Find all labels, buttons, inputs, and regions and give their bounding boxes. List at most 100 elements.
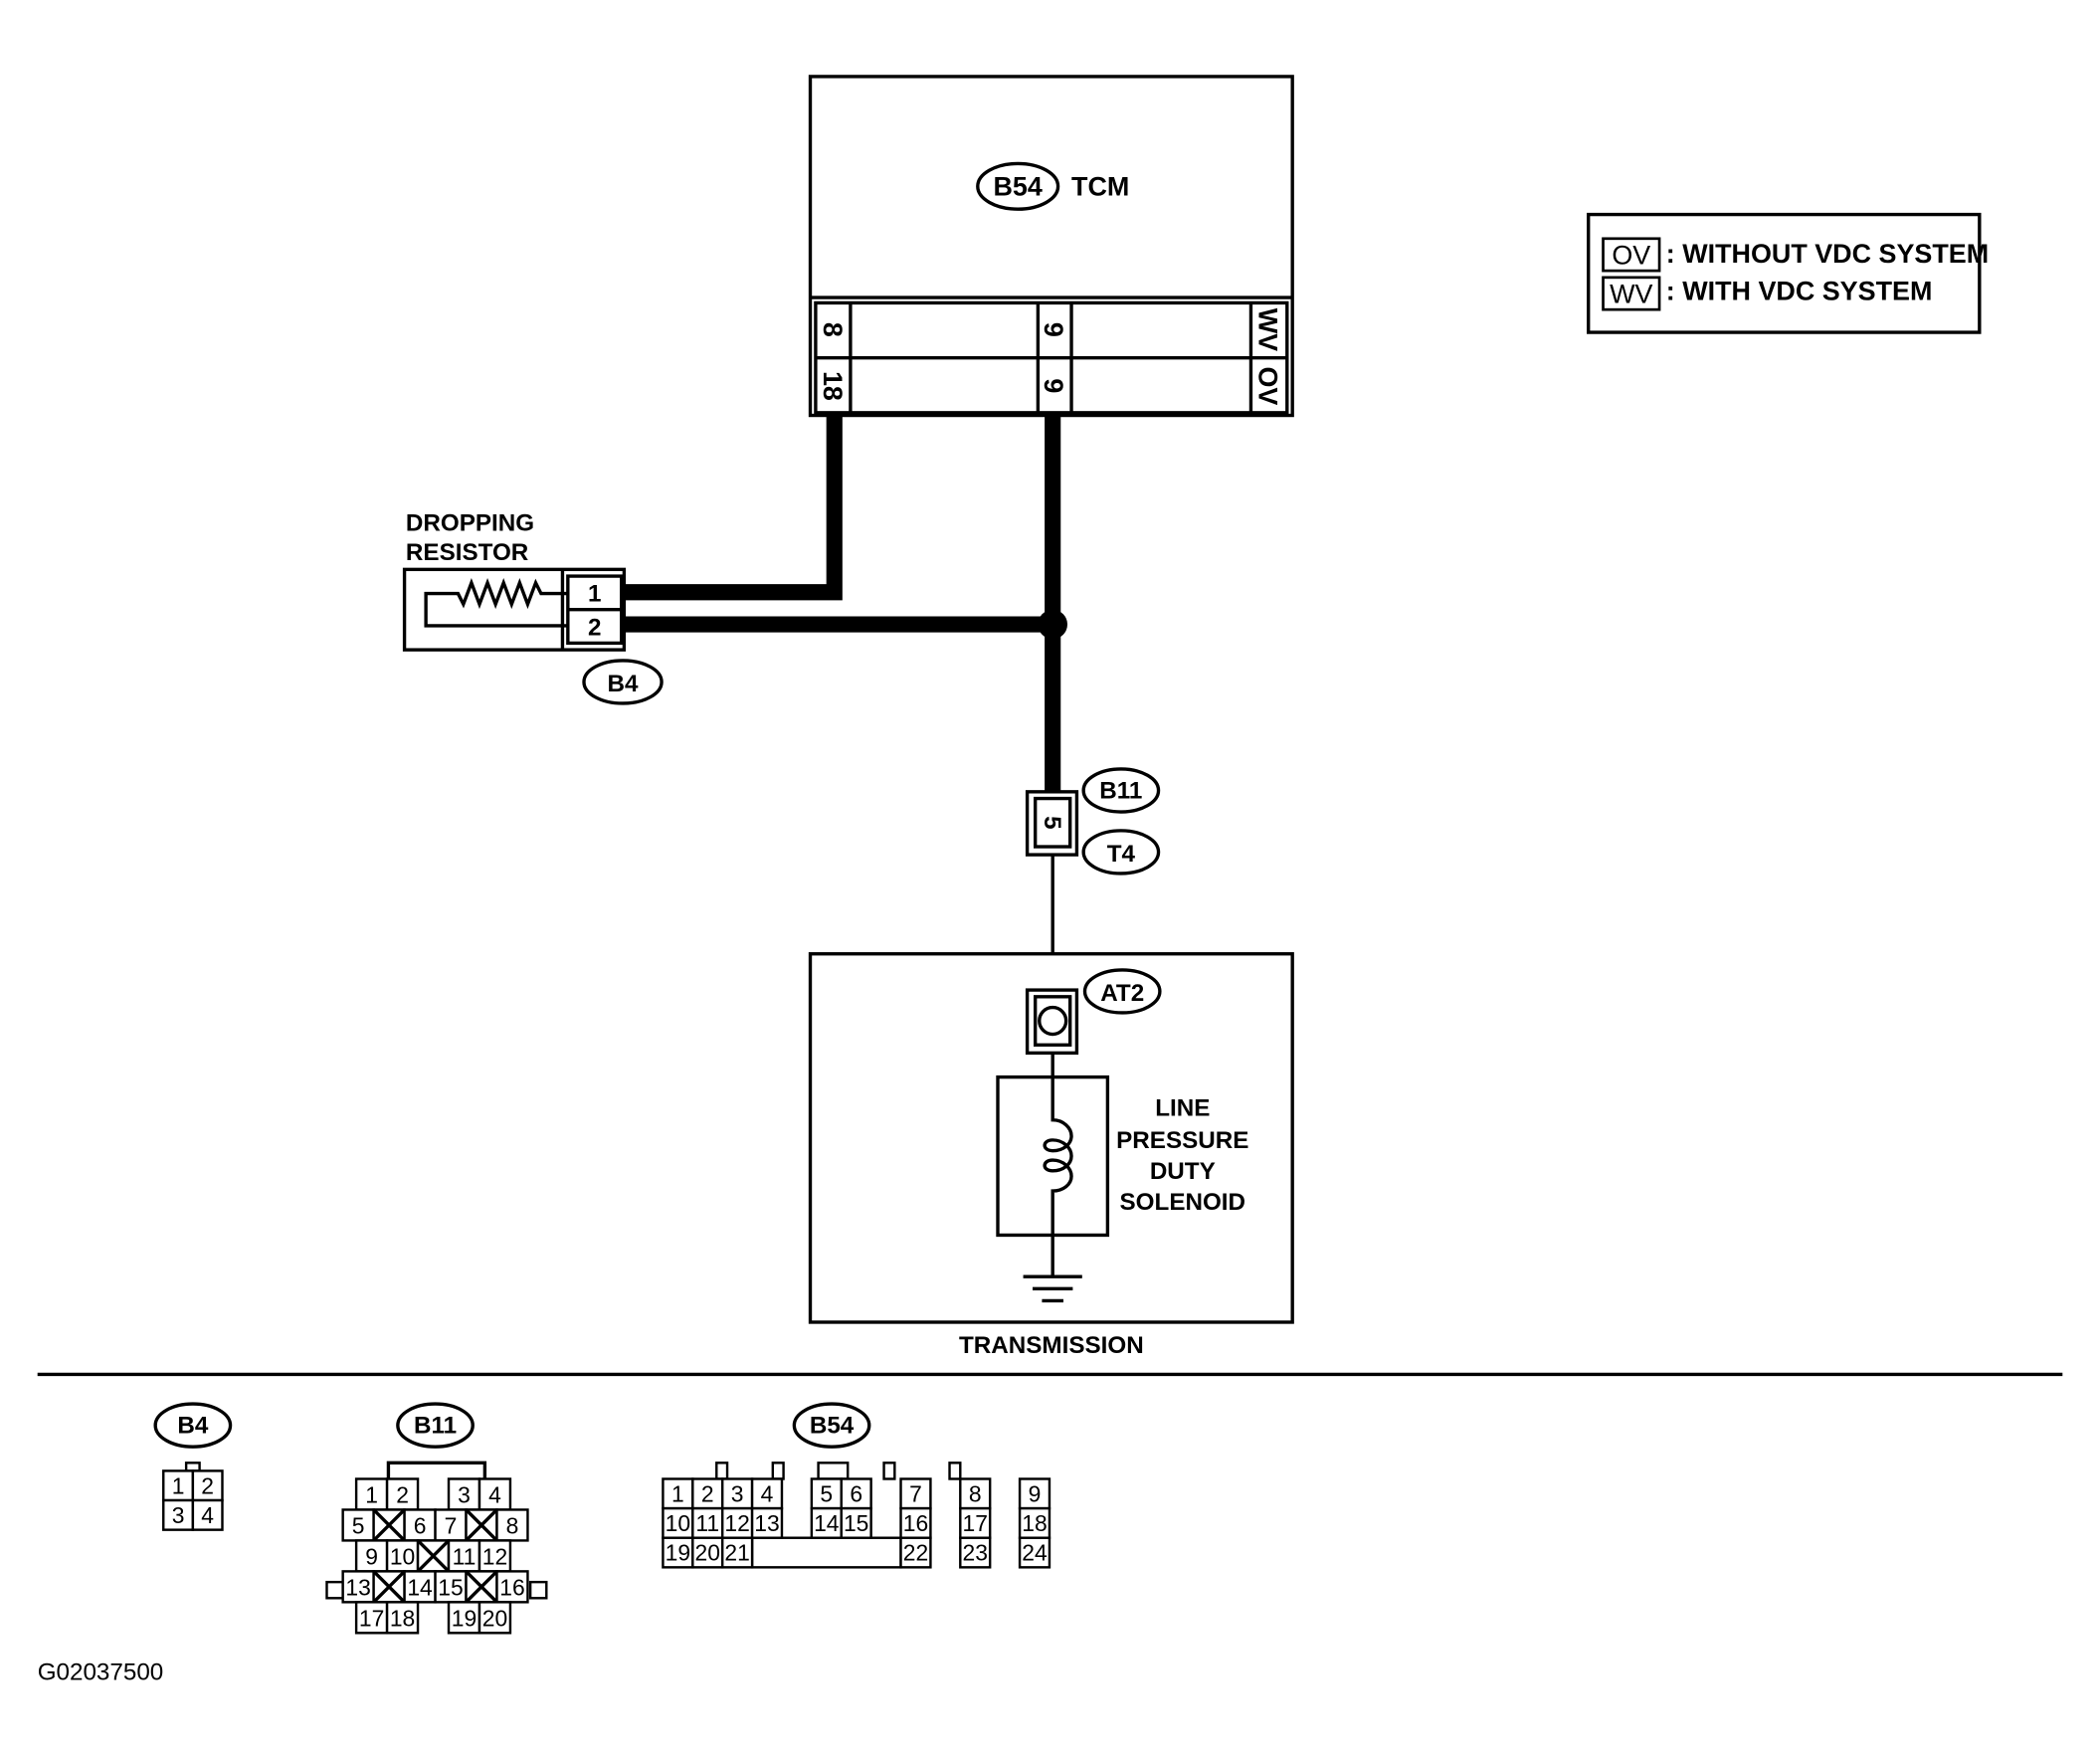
solenoid-coil: [1043, 1076, 1073, 1236]
svg-text:17: 17: [963, 1510, 988, 1536]
b11-pin: [372, 1508, 406, 1542]
svg-text:11: 11: [453, 1544, 477, 1570]
resistor-symbol: [424, 578, 568, 628]
legend-code-box-wv: [1602, 276, 1661, 311]
b11-pin: 17: [354, 1601, 389, 1635]
transmission-unit: AT2 LINE PRESSURE DUTY SOLENOID TRANSMIS…: [808, 952, 1294, 1359]
svg-text:23: 23: [963, 1540, 988, 1566]
svg-text:4: 4: [761, 1480, 774, 1506]
resistor-pin-2: 2: [588, 614, 601, 641]
svg-text:4: 4: [488, 1482, 501, 1508]
svg-text:9: 9: [1029, 1480, 1042, 1506]
svg-text:13: 13: [754, 1510, 779, 1536]
solenoid-label-line4: SOLENOID: [1120, 1189, 1246, 1216]
legend-code-ov: OV: [1612, 240, 1650, 270]
svg-text:2: 2: [201, 1472, 214, 1498]
svg-text:24: 24: [1022, 1540, 1048, 1566]
b11-pin: 5: [341, 1508, 375, 1542]
b11-pin: 1: [354, 1477, 389, 1511]
transmission-label: TRANSMISSION: [959, 1332, 1144, 1359]
inline-connector-lower-id: T4: [1107, 841, 1136, 868]
b54-pin: 4: [750, 1477, 784, 1510]
b54-pin: 21: [720, 1536, 754, 1569]
b54-pin: 20: [691, 1536, 724, 1569]
tcm-pin-18: 18: [818, 371, 848, 401]
connector-face-b11-badge: [396, 1402, 475, 1449]
svg-text:18: 18: [390, 1606, 415, 1632]
b4-pin: 1: [162, 1469, 195, 1502]
svg-text:13: 13: [345, 1575, 370, 1601]
svg-text:1: 1: [172, 1472, 185, 1498]
tcm-name: TCM: [1071, 172, 1129, 202]
resistor-connector-badge: [582, 659, 664, 705]
legend-text-wv: : WITH VDC SYSTEM: [1666, 277, 1933, 306]
b54-pin: 19: [662, 1536, 694, 1569]
b54-pin: 17: [959, 1506, 992, 1539]
b11-pin: 19: [447, 1601, 481, 1635]
transmission-connector-badge: [1082, 968, 1162, 1015]
tcm-pin-9-wv: 9: [1039, 322, 1068, 337]
legend-text-ov: : WITHOUT VDC SYSTEM: [1666, 239, 1989, 269]
b54-pin: 1: [662, 1477, 694, 1510]
b11-pin: 4: [477, 1477, 512, 1511]
svg-text:5: 5: [352, 1513, 365, 1539]
dropping-resistor: DROPPING RESISTOR 1 2 B4: [402, 509, 664, 705]
svg-text:15: 15: [844, 1510, 868, 1536]
wire-tcm18-to-resistor-pin1: [624, 415, 843, 601]
connector-face-b11-id: B11: [414, 1413, 457, 1440]
b54-pin: 15: [840, 1506, 872, 1539]
svg-text:8: 8: [969, 1480, 982, 1506]
inline-connector-badge-b11: [1081, 767, 1161, 814]
svg-text:1: 1: [365, 1482, 378, 1508]
b11-pin: 13: [341, 1570, 375, 1604]
solenoid-label-line3: DUTY: [1150, 1158, 1216, 1185]
b11-pin: 2: [385, 1477, 420, 1511]
b11-pin: [465, 1570, 498, 1604]
b11-pin: 15: [434, 1570, 468, 1604]
solenoid-label-line2: PRESSURE: [1116, 1127, 1248, 1154]
legend-code-wv: WV: [1610, 279, 1652, 308]
b54-pin: 5: [810, 1477, 843, 1510]
b11-pin: 18: [385, 1601, 420, 1635]
b11-pin: 12: [477, 1539, 512, 1573]
tcm-variant-wv: WV: [1253, 308, 1283, 351]
svg-text:15: 15: [438, 1575, 463, 1601]
svg-text:10: 10: [390, 1544, 415, 1570]
b11-pin: 9: [354, 1539, 389, 1573]
svg-text:2: 2: [701, 1480, 714, 1506]
b54-pin: 14: [810, 1506, 843, 1539]
connector-face-b4-badge: [153, 1402, 233, 1449]
svg-text:7: 7: [909, 1480, 922, 1506]
wiring-harness: [624, 415, 1068, 791]
b11-pin: [372, 1570, 406, 1604]
connector-face-b4-id: B4: [177, 1413, 208, 1440]
inline-connector: 5 B11 T4: [1025, 767, 1161, 989]
legend: OV : WITHOUT VDC SYSTEM WV : WITH VDC SY…: [1587, 212, 1989, 334]
b11-pin: 8: [495, 1508, 529, 1542]
b54-pin: 10: [662, 1506, 694, 1539]
b11-pin: 7: [434, 1508, 468, 1542]
svg-text:11: 11: [695, 1510, 719, 1536]
b11-pin: 16: [495, 1570, 529, 1604]
svg-text:18: 18: [1022, 1510, 1047, 1536]
svg-text:6: 6: [414, 1513, 427, 1539]
resistor-label-line1: DROPPING: [406, 509, 534, 536]
svg-text:14: 14: [814, 1510, 840, 1536]
svg-text:1: 1: [671, 1480, 684, 1506]
b54-pin: 2: [691, 1477, 724, 1510]
svg-text:3: 3: [458, 1482, 471, 1508]
legend-code-box-ov: [1602, 237, 1661, 273]
b4-pin: 2: [191, 1469, 224, 1502]
b54-pin: 23: [959, 1536, 992, 1569]
resistor-connector-id: B4: [608, 671, 639, 697]
b54-pin: 8: [959, 1477, 992, 1510]
resistor-pin-1: 1: [588, 581, 601, 608]
b54-pin: 11: [691, 1506, 724, 1539]
b54-pin: 7: [899, 1477, 932, 1510]
svg-text:5: 5: [820, 1480, 833, 1506]
b11-pin: 6: [403, 1508, 437, 1542]
